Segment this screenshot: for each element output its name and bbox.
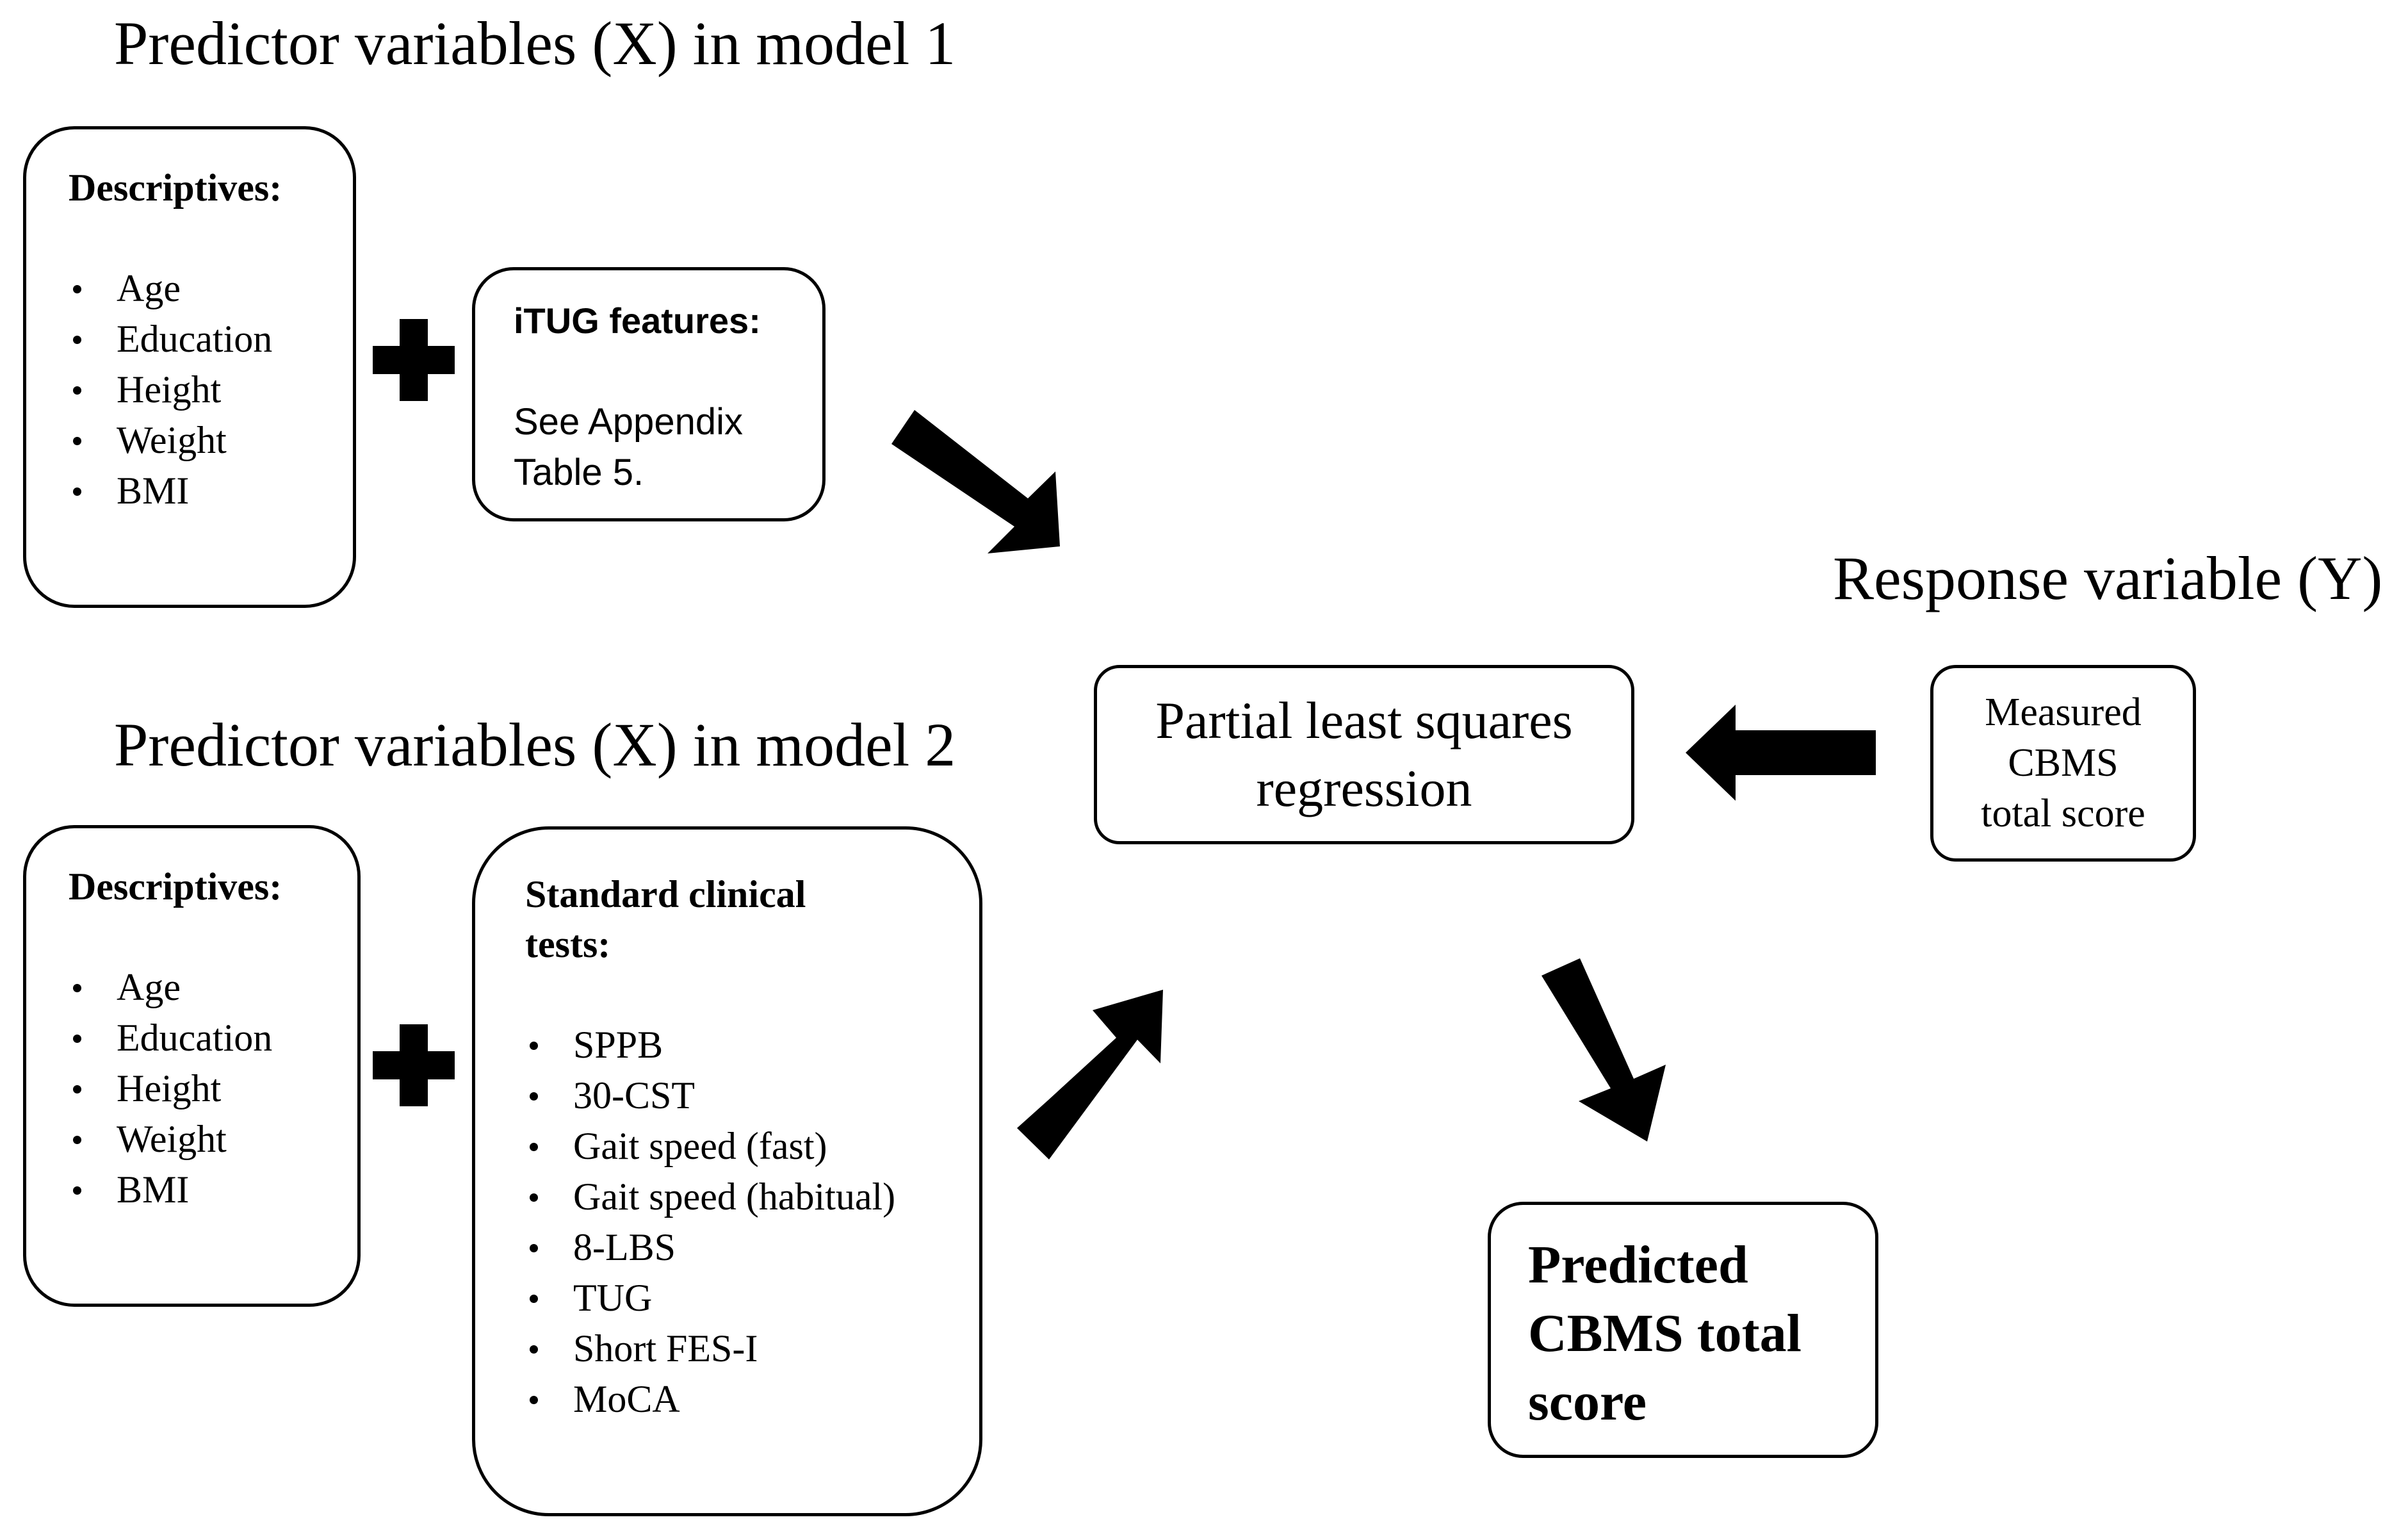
model2-descriptives-box: Descriptives: Age Education Height Weigh… [23, 825, 361, 1307]
list-item: 30-CST [525, 1070, 979, 1121]
model2-descriptives-list: Age Education Height Weight BMI [69, 962, 357, 1215]
list-item: Education [69, 314, 353, 364]
itug-text-line: Table 5. [514, 452, 644, 493]
model1-descriptives-heading: Descriptives: [69, 167, 282, 209]
model1-descriptives-list: Age Education Height Weight BMI [69, 263, 353, 516]
list-item: BMI [69, 466, 353, 516]
list-item: Weight [69, 1114, 357, 1165]
list-item: Weight [69, 415, 353, 466]
predicted-text-line: score [1528, 1372, 1647, 1432]
measured-text-line: total score [1981, 792, 2145, 835]
list-item: Short FES-I [525, 1323, 979, 1374]
predicted-cbms-box: Predicted CBMS total score [1488, 1202, 1878, 1458]
list-item: MoCA [525, 1374, 979, 1425]
list-item: Gait speed (fast) [525, 1121, 979, 1172]
measured-text-line: CBMS [2008, 741, 2119, 785]
arrow-down-icon [1542, 958, 1666, 1142]
itug-features-heading: iTUG features: [514, 300, 761, 341]
list-item: Age [69, 962, 357, 1013]
list-item: Gait speed (habitual) [525, 1172, 979, 1222]
list-item: SPPB [525, 1020, 979, 1070]
arrow-left-icon [1686, 705, 1876, 801]
list-item: Education [69, 1013, 357, 1063]
pls-text-line: regression [1256, 759, 1472, 817]
model2-descriptives-heading: Descriptives: [69, 865, 282, 908]
itug-features-box: iTUG features: See Appendix Table 5. [472, 267, 826, 521]
list-item: Height [69, 1063, 357, 1114]
clinical-tests-heading: Standard clinical tests: [525, 869, 979, 969]
clinical-tests-box: Standard clinical tests: SPPB 30-CST Gai… [472, 826, 982, 1516]
clinical-tests-list: SPPB 30-CST Gait speed (fast) Gait speed… [525, 1020, 979, 1425]
predicted-text-line: Predicted [1528, 1235, 1748, 1295]
measured-cbms-box: Measured CBMS total score [1930, 665, 2196, 862]
response-title: Response variable (Y) [1833, 544, 2383, 612]
plus-icon [373, 1024, 455, 1106]
list-item: 8-LBS [525, 1222, 979, 1273]
itug-features-text: See Appendix Table 5. [514, 397, 822, 498]
list-item: TUG [525, 1273, 979, 1323]
itug-text-line: See Appendix [514, 401, 743, 443]
list-item: Age [69, 263, 353, 314]
model2-title: Predictor variables (X) in model 2 [114, 710, 956, 779]
clinical-heading-line: Standard clinical [525, 873, 806, 915]
model1-title: Predictor variables (X) in model 1 [114, 9, 956, 78]
clinical-heading-line: tests: [525, 923, 611, 965]
measured-text-line: Measured [1985, 691, 2142, 734]
arrow-right-down-icon [891, 410, 1060, 553]
list-item: BMI [69, 1165, 357, 1215]
plus-icon [373, 319, 455, 401]
pls-regression-box: Partial least squares regression [1094, 665, 1634, 844]
predicted-text-line: CBMS total [1528, 1304, 1802, 1363]
pls-text-line: Partial least squares [1155, 691, 1573, 749]
list-item: Height [69, 364, 353, 415]
model1-descriptives-box: Descriptives: Age Education Height Weigh… [23, 126, 356, 608]
arrow-right-up-icon [1017, 990, 1163, 1159]
